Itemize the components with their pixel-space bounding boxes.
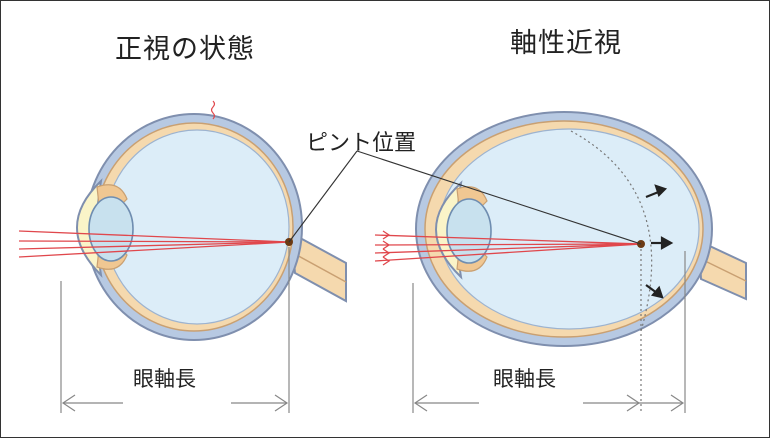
focus-position-label: ピント位置 bbox=[306, 131, 417, 156]
axial-length-measure bbox=[60, 247, 290, 413]
lens bbox=[88, 196, 134, 262]
light-rays bbox=[18, 230, 290, 258]
myopic-eye bbox=[374, 111, 747, 413]
normal-vision-title: 正視の状態 bbox=[115, 34, 255, 65]
elongation-arrows bbox=[645, 184, 674, 299]
lens bbox=[446, 198, 492, 264]
vessel-mark bbox=[210, 100, 216, 120]
focus-label-leaders bbox=[288, 150, 642, 245]
normal-eye-outline bbox=[570, 130, 653, 332]
light-rays bbox=[374, 230, 642, 266]
axial-myopia-title: 軸性近視 bbox=[510, 28, 622, 59]
normal-eye bbox=[18, 100, 347, 413]
axial-length-label-myopia: 眼軸長 bbox=[493, 367, 556, 391]
axial-length-measure bbox=[412, 251, 686, 413]
axial-length-label-normal: 眼軸長 bbox=[133, 367, 196, 391]
